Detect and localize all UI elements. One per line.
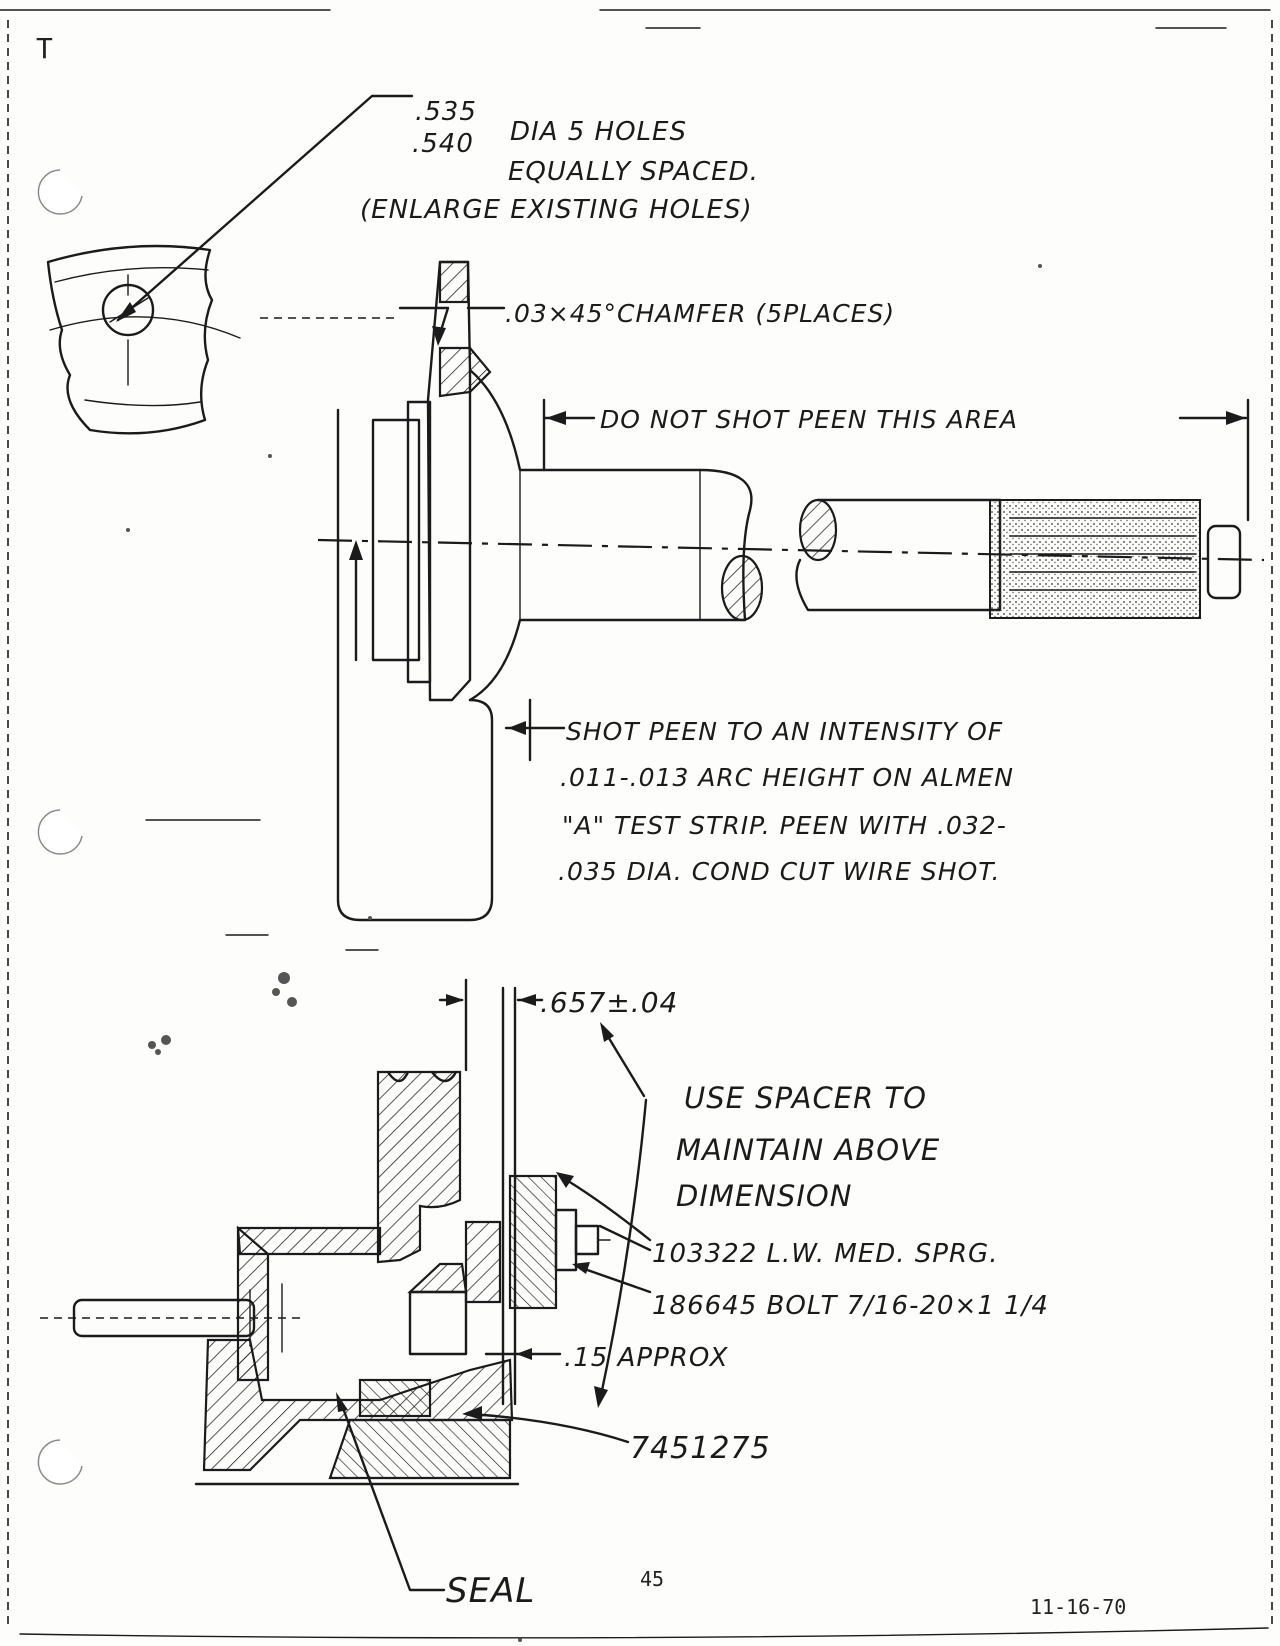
page-number: 45 [640, 1567, 664, 1591]
hardware-leaders [572, 1224, 652, 1294]
spacer-leaders [556, 1022, 652, 1408]
hole-dim-upper: .535 [415, 97, 477, 127]
hole-detail-view [46, 244, 400, 435]
peen-note-line2: .011-.013 ARC HEIGHT ON ALMEN [560, 763, 1014, 792]
hole-note-line2: EQUALLY SPACED. [508, 157, 759, 187]
peen-note: SHOT PEEN TO AN INTENSITY OF .011-.013 A… [558, 717, 1014, 886]
spacer-assembly-section [40, 978, 611, 1486]
drawing-date: 11-16-70 [1030, 1595, 1126, 1619]
hole-note-line3: (ENLARGE EXISTING HOLES) [360, 195, 753, 225]
part-number-note: 7451275 [630, 1431, 771, 1466]
spacer-dimension: .657±.04 [540, 986, 678, 1019]
no-peen-dimension [542, 398, 1250, 522]
punch-holes [37, 169, 83, 1485]
peen-leader [504, 698, 566, 762]
stray-marks [126, 27, 1227, 1642]
spacer-note-line1: USE SPACER TO [684, 1081, 927, 1115]
hole-leader [116, 94, 414, 322]
part-leader [462, 1406, 630, 1444]
hole-note-line1: DIA 5 HOLES [510, 117, 687, 147]
washer-note: 103322 L.W. MED. SPRG. [652, 1239, 998, 1269]
corner-mark: T [36, 32, 53, 65]
seal-leader [336, 1392, 446, 1592]
spacer-note-line2: MAINTAIN ABOVE [676, 1133, 940, 1167]
spacer-note: USE SPACER TO MAINTAIN ABOVE DIMENSION [676, 1081, 940, 1213]
hole-note: .535 .540 DIA 5 HOLES EQUALLY SPACED. (E… [360, 97, 759, 225]
peen-note-line4: .035 DIA. COND CUT WIRE SHOT. [558, 857, 1001, 886]
peen-note-line1: SHOT PEEN TO AN INTENSITY OF [566, 717, 1003, 746]
seal-label: SEAL [446, 1571, 535, 1611]
bolt-note: 186645 BOLT 7/16-20×1 1/4 [652, 1291, 1049, 1321]
sheet-border [0, 9, 1273, 1639]
hole-dim-lower: .540 [412, 129, 474, 159]
chamfer-leader [398, 306, 506, 346]
spacer-note-line3: DIMENSION [676, 1179, 852, 1213]
axle-shaft-view [317, 260, 1265, 922]
no-peen-note: DO NOT SHOT PEEN THIS AREA [600, 405, 1018, 434]
chamfer-note: .03×45°CHAMFER (5PLACES) [505, 299, 895, 328]
approx-leader [484, 1348, 562, 1360]
approx-note: .15 APPROX [564, 1343, 729, 1373]
peen-note-line3: "A" TEST STRIP. PEEN WITH .032- [562, 811, 1007, 840]
